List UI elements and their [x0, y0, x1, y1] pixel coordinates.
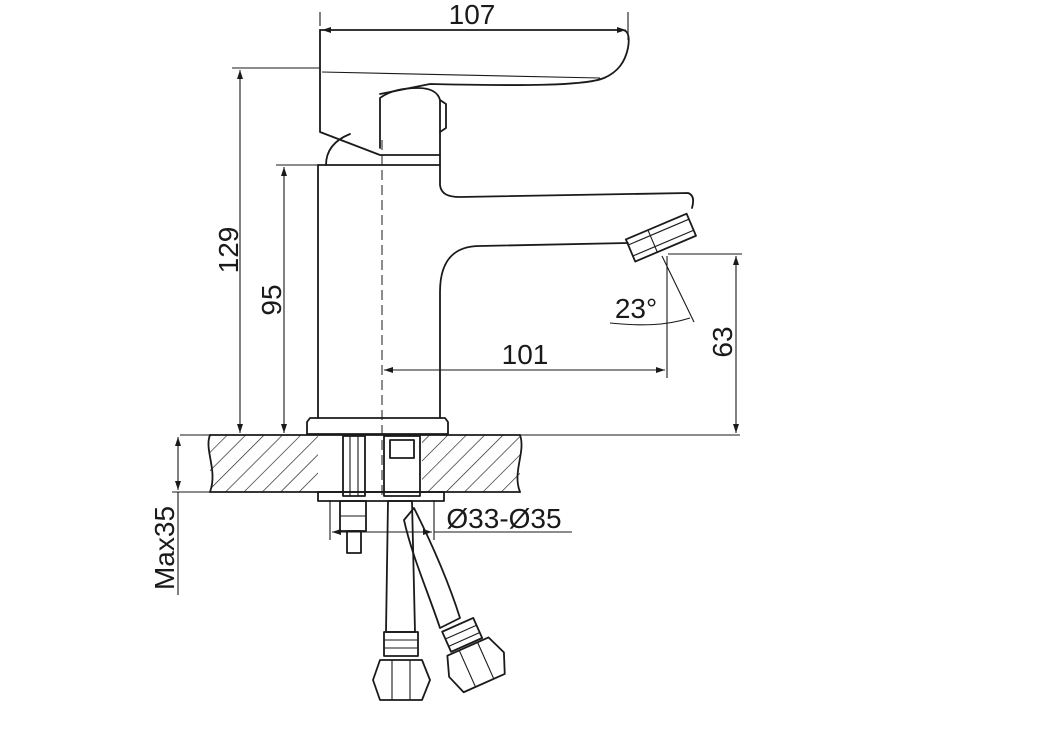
dim-hole-diameter: Ø33-Ø35 — [329, 500, 572, 540]
dim-total-width: 107 — [319, 0, 629, 40]
dim-spout-angle: 23° — [609, 255, 695, 326]
dim-spout-reach: 101 — [384, 256, 668, 378]
dim-129-label: 129 — [213, 227, 244, 274]
aerator — [624, 212, 697, 263]
dim-hole-label: Ø33-Ø35 — [446, 503, 561, 534]
base-plate — [306, 417, 449, 435]
dim-spout-height: 63 — [668, 253, 742, 433]
lever-handle — [319, 29, 630, 156]
dim-95-label: 95 — [256, 284, 287, 315]
faucet-body — [317, 133, 695, 419]
dim-107-label: 107 — [449, 0, 496, 30]
dim-101-label: 101 — [502, 339, 549, 370]
dim-max-thickness: Max35 — [149, 437, 210, 595]
dim-body-height: 95 — [256, 164, 318, 433]
dim-23-label: 23° — [615, 293, 657, 324]
dim-total-height: 129 — [213, 67, 320, 433]
dim-max35-label: Max35 — [149, 506, 180, 590]
dim-63-label: 63 — [707, 326, 738, 357]
supply-hoses — [372, 500, 506, 701]
